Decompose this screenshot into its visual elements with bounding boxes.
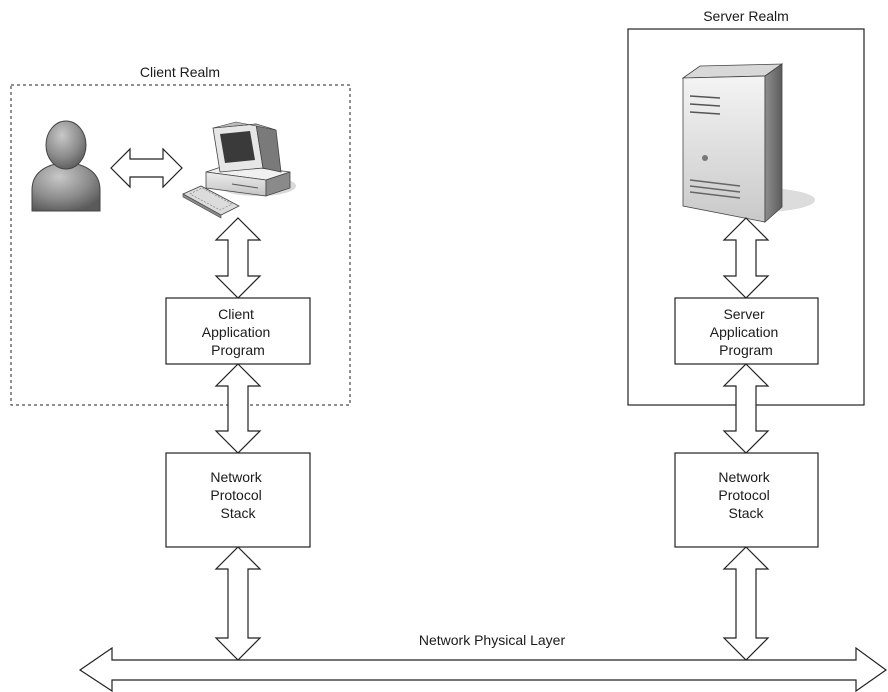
client-application-program-box: Client Application Program bbox=[165, 297, 311, 365]
network-physical-layer-label: Network Physical Layer bbox=[419, 632, 566, 648]
client-realm-label: Client Realm bbox=[140, 64, 220, 80]
client-computer-app-arrow bbox=[214, 217, 262, 299]
desktop-computer-icon bbox=[182, 121, 296, 219]
client-stack-bus-arrow bbox=[214, 546, 262, 661]
user-icon bbox=[31, 120, 101, 212]
svg-text:Server Application: Server Application Program bbox=[710, 306, 782, 358]
server-stack-line-2: Protocol bbox=[718, 487, 769, 503]
server-stack-bus-arrow bbox=[722, 546, 770, 661]
server-app-stack-arrow bbox=[722, 363, 770, 454]
client-stack-line-2: Protocol bbox=[210, 487, 261, 503]
server-realm-label: Server Realm bbox=[703, 8, 789, 24]
server-network-protocol-stack-box: Network Protocol Stack bbox=[674, 452, 819, 548]
server-app-line-3: Program bbox=[719, 342, 773, 358]
client-stack-line-1: Network bbox=[210, 469, 262, 485]
svg-text:Client Application: Client Application Program bbox=[202, 306, 274, 358]
svg-text:Network Protocol S: Network Protocol Stack bbox=[210, 469, 265, 521]
svg-text:Network Protocol S: Network Protocol Stack bbox=[718, 469, 773, 521]
client-app-stack-arrow bbox=[214, 363, 262, 454]
client-stack-line-3: Stack bbox=[220, 505, 256, 521]
server-application-program-box: Server Application Program bbox=[674, 297, 819, 365]
client-app-line-3: Program bbox=[211, 342, 265, 358]
client-network-protocol-stack-box: Network Protocol Stack bbox=[165, 452, 311, 548]
client-app-line-1: Client bbox=[218, 306, 254, 322]
client-app-line-2: Application bbox=[202, 324, 271, 340]
server-app-line-2: Application bbox=[710, 324, 779, 340]
server-computer-app-arrow bbox=[722, 217, 770, 299]
client-realm-boundary bbox=[10, 84, 351, 406]
user-computer-arrow bbox=[110, 147, 183, 189]
network-physical-layer-bus bbox=[78, 646, 888, 692]
server-tower-icon bbox=[681, 63, 815, 223]
server-stack-line-3: Stack bbox=[728, 505, 764, 521]
server-stack-line-1: Network bbox=[718, 469, 770, 485]
server-app-line-1: Server bbox=[723, 306, 765, 322]
